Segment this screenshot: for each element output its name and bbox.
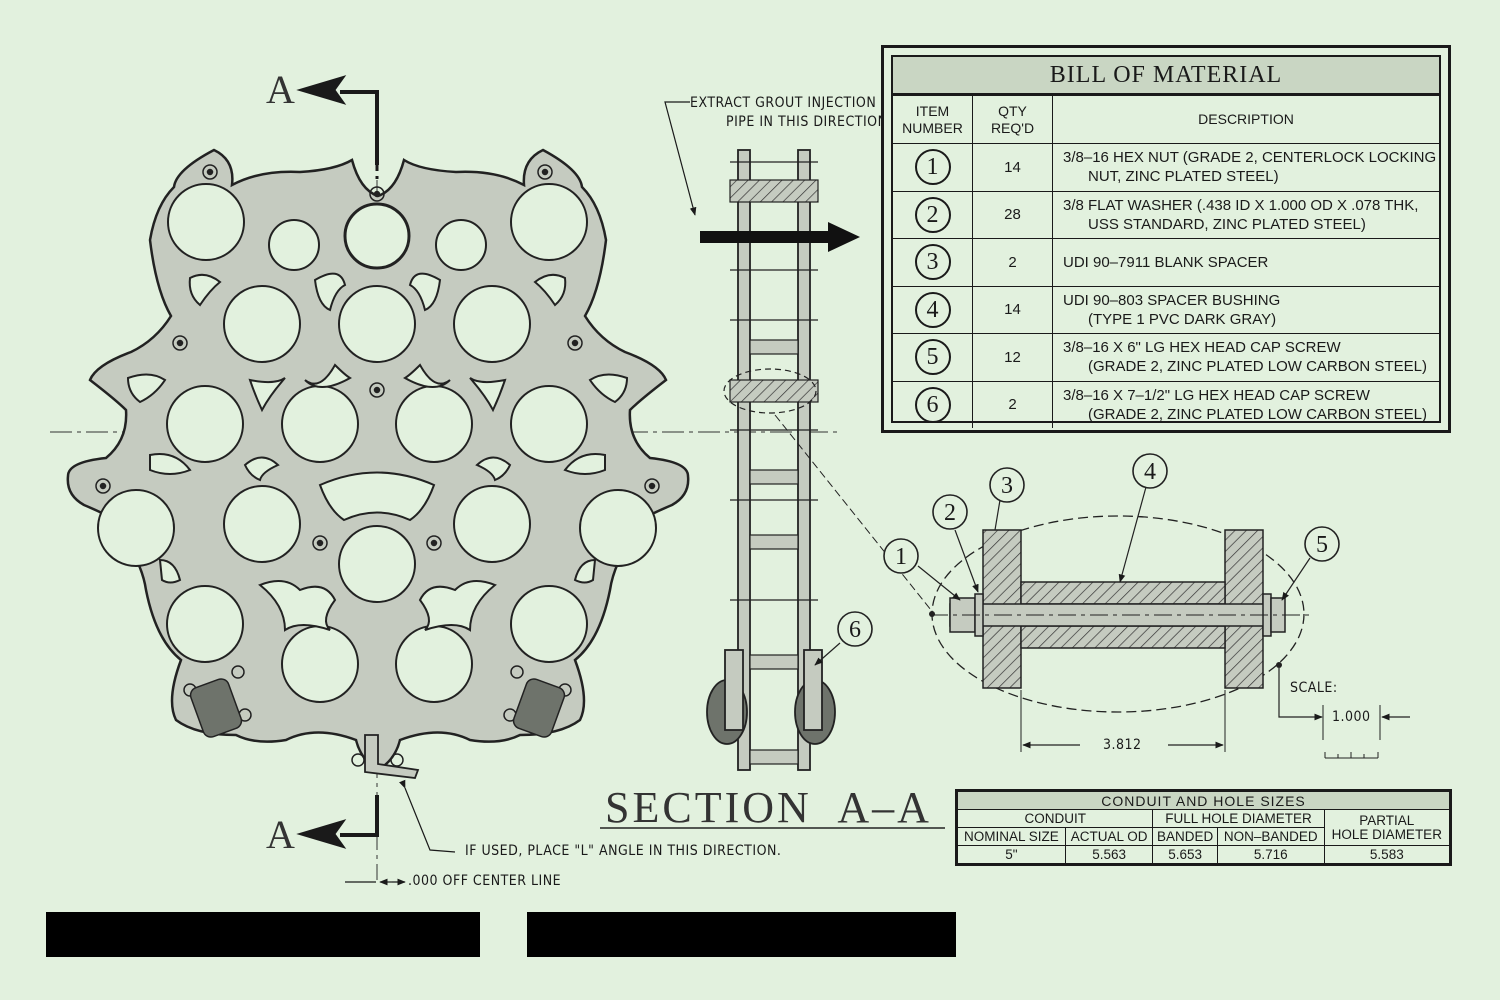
bolt-symbols [95, 164, 660, 767]
section-marker-top: A [266, 67, 295, 112]
roller-wheels [189, 678, 566, 738]
callout-6: 6 [849, 617, 861, 643]
scale-label: SCALE: [1290, 680, 1338, 696]
callout-balloons [837, 453, 1340, 647]
detail-view [814, 486, 1410, 759]
item-number-balloon: 4 [914, 291, 951, 328]
conduit-holes [97, 183, 657, 703]
spacer-plate [66, 148, 690, 779]
qty-cell: 2 [972, 238, 1053, 287]
callout-4: 4 [1144, 459, 1156, 485]
description-cell: 3/8–16 X 7–1/2" LG HEX HEAD CAP SCREW (G… [1052, 380, 1439, 428]
detail-dimension: 3.812 [1103, 737, 1142, 753]
qty-cell: 14 [972, 143, 1053, 192]
item-number-balloon: 5 [914, 339, 951, 376]
section-cut-marks [296, 75, 379, 849]
col-actual-od: ACTUAL OD [1064, 827, 1154, 846]
cutouts [126, 272, 629, 632]
center-line-note: .000 OFF CENTER LINE [408, 873, 562, 889]
item-number-balloon: 3 [914, 244, 951, 281]
value-actual-od: 5.563 [1064, 845, 1154, 864]
col-nominal-size: NOMINAL SIZE [957, 827, 1066, 846]
description-cell: UDI 90–803 SPACER BUSHING (TYPE 1 PVC DA… [1052, 285, 1439, 334]
description-cell: 3/8–16 HEX NUT (GRADE 2, CENTERLOCK LOCK… [1052, 143, 1439, 192]
partial-hole-group: PARTIAL HOLE DIAMETER [1323, 809, 1451, 846]
section-view [706, 149, 836, 771]
callout-3: 3 [1001, 473, 1013, 499]
bill-of-material: BILL OF MATERIAL ITEM NUMBER QTY REQ'D D… [881, 45, 1451, 433]
description-cell: 3/8–16 X 6" LG HEX HEAD CAP SCREW (GRADE… [1052, 333, 1439, 382]
redaction-bar-right [527, 912, 956, 957]
value-banded: 5.653 [1152, 845, 1218, 864]
callout-5: 5 [1316, 532, 1328, 558]
value-nominal-size: 5" [957, 845, 1066, 864]
description-cell: UDI 90–7911 BLANK SPACER [1052, 238, 1439, 287]
scale-value: 1.000 [1332, 709, 1371, 725]
col-non-banded: NON–BANDED [1216, 827, 1325, 846]
callout-1: 1 [895, 544, 907, 570]
qty-cell: 14 [972, 285, 1053, 334]
bom-header-desc: DESCRIPTION [1052, 95, 1439, 144]
description-cell: 3/8 FLAT WASHER (.438 ID X 1.000 OD X .0… [1052, 190, 1439, 239]
l-angle-note: IF USED, PLACE "L" ANGLE IN THIS DIRECTI… [465, 843, 782, 859]
qty-cell: 2 [972, 380, 1053, 428]
col-banded: BANDED [1152, 827, 1218, 846]
bom-header-qty: QTY REQ'D [972, 95, 1053, 144]
item-number-balloon: 1 [914, 149, 951, 186]
redaction-bar-left [46, 912, 480, 957]
section-title: SECTION A–A [605, 783, 932, 832]
item-number-balloon: 6 [914, 386, 951, 423]
conduit-group: CONDUIT [956, 809, 1154, 828]
qty-cell: 28 [972, 190, 1053, 239]
section-marker-bottom: A [266, 812, 295, 857]
extract-pipe-note: EXTRACT GROUT INJECTION PIPE IN THIS DIR… [690, 95, 888, 130]
full-hole-group: FULL HOLE DIAMETER [1152, 809, 1325, 828]
detail-locator [723, 368, 817, 414]
callout-2: 2 [944, 500, 956, 526]
bom-title: BILL OF MATERIAL [893, 57, 1439, 95]
conduit-hole-sizes: CONDUIT AND HOLE SIZES CONDUIT FULL HOLE… [955, 789, 1452, 866]
direction-arrow [700, 222, 860, 252]
value-partial: 5.583 [1323, 845, 1451, 864]
l-angle [364, 734, 420, 779]
item-number-balloon: 2 [914, 196, 951, 233]
bom-header-item: ITEM NUMBER [893, 95, 973, 144]
conduit-table-title: CONDUIT AND HOLE SIZES [957, 791, 1450, 810]
qty-cell: 12 [972, 333, 1053, 382]
value-non-banded: 5.716 [1216, 845, 1325, 864]
